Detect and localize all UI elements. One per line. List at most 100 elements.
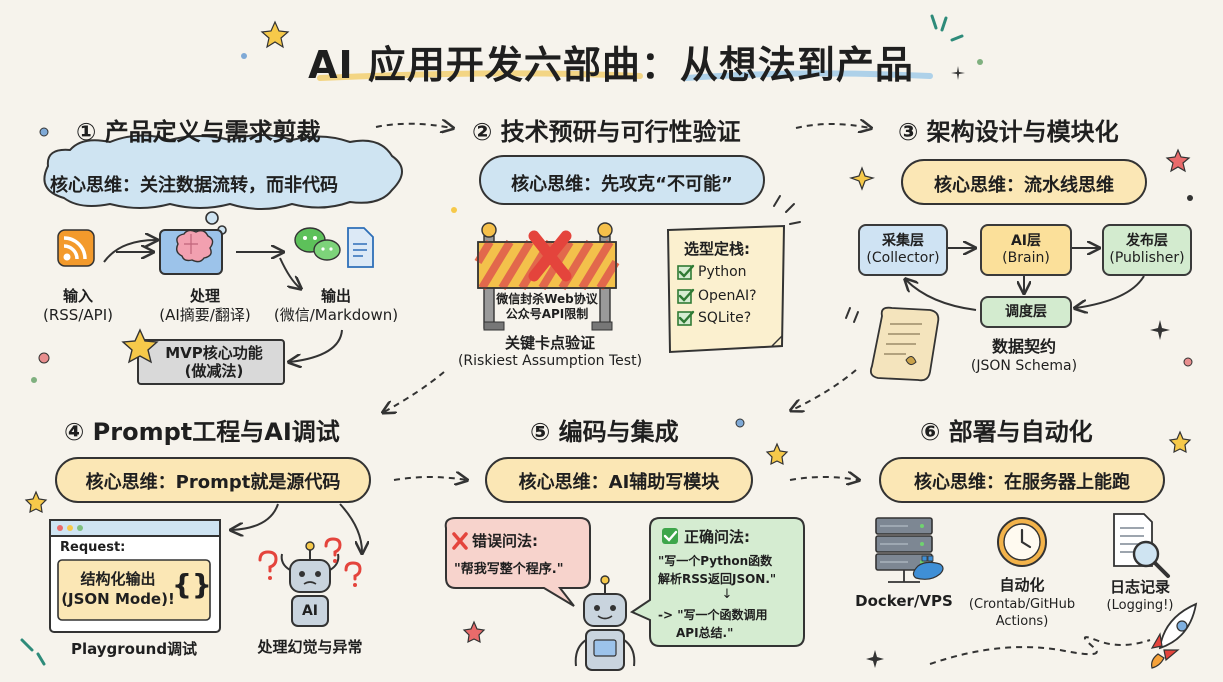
checkmark-icon xyxy=(678,264,695,324)
title-underline xyxy=(317,70,643,81)
docker-label: Docker/VPS xyxy=(855,592,953,610)
output-label: 输出 xyxy=(320,287,352,305)
arrow-core-to-robot xyxy=(339,503,362,552)
step1-heading: ① 产品定义与需求剪裁 xyxy=(76,118,321,146)
output-sub: (微信/Markdown) xyxy=(273,306,399,324)
logging-label: 日志记录 xyxy=(1109,578,1171,596)
page-title: AI 应用开发六部曲：从想法到产品 xyxy=(308,43,914,87)
arrow-wechat-to-output xyxy=(279,257,300,288)
step6-heading: ⑥ 部署与自动化 xyxy=(920,418,1093,446)
step4-heading: ④ Prompt工程与AI调试 xyxy=(64,418,340,446)
question-mark-icon xyxy=(258,537,362,581)
arrow-publisher-to-scheduler xyxy=(1076,275,1145,308)
tension-lines xyxy=(773,195,801,225)
arrow-core-to-request xyxy=(232,503,279,530)
process-sub: (AI摘要/翻译) xyxy=(159,306,251,324)
process-label: 处理 xyxy=(189,287,221,305)
document-icon xyxy=(347,227,374,268)
mvp-label: MVP核心功能 xyxy=(165,344,263,362)
core-pill xyxy=(901,159,1147,205)
publisher-block: 发布层 (Publisher) xyxy=(1102,224,1192,276)
x-mark-icon xyxy=(528,230,572,282)
stack-title: 选型定栈: xyxy=(684,240,750,258)
mvp-sub: (做减法) xyxy=(184,362,244,380)
wrong-question-title: 错误问法: xyxy=(472,532,538,550)
right-question-line1: "写一个Python函数 xyxy=(658,554,773,568)
server-docker-icon xyxy=(875,517,944,583)
automation-label: 自动化 xyxy=(999,576,1045,594)
star-icon xyxy=(1168,430,1192,454)
robot-icon xyxy=(574,575,636,671)
step4-core-thought: 核心思维：Prompt就是源代码 xyxy=(85,472,341,493)
star-icon xyxy=(1165,148,1191,173)
arrow-source-to-process xyxy=(103,240,156,263)
step5-core-thought: 核心思维：AI辅助写模块 xyxy=(518,472,720,493)
barrier-line2: 公众号API限制 xyxy=(505,307,589,321)
tension-lines xyxy=(845,307,859,323)
collector-block: 采集层 (Collector) xyxy=(858,224,948,276)
step1-core-thought: 核心思维：关注数据流转，而非代码 xyxy=(50,175,338,196)
step2-core-thought: 核心思维：先攻克“不可能” xyxy=(511,174,733,195)
rocket-trail xyxy=(929,636,1151,665)
right-question-title: 正确问法: xyxy=(684,528,750,546)
checkpoint-sub: (Riskiest Assumption Test) xyxy=(457,353,643,369)
down-arrow-icon: ↓ xyxy=(721,587,733,602)
checkpoint-label: 关键卡点验证 xyxy=(504,334,596,352)
question-dot xyxy=(268,559,357,587)
request-label: Request: xyxy=(60,540,126,555)
contract-sub: (JSON Schema) xyxy=(970,358,1078,374)
mvp-box xyxy=(137,339,285,385)
publisher-label: 发布层 xyxy=(1126,233,1168,249)
sparkle-icon xyxy=(866,66,1170,668)
scheduler-label: 调度层 xyxy=(1005,303,1047,320)
arrow-step5-to-step6 xyxy=(789,477,858,480)
clock-icon xyxy=(997,517,1047,567)
contract-label: 数据契约 xyxy=(991,337,1057,356)
arrow-step1-to-step2 xyxy=(375,124,452,128)
wrong-question-bubble xyxy=(444,517,591,607)
right-question-bubble xyxy=(629,517,805,647)
logging-sub: (Logging!) xyxy=(1106,598,1174,613)
brain-block: AI层 (Brain) xyxy=(980,224,1072,276)
dot-icon xyxy=(31,53,1193,428)
brain-icon xyxy=(159,229,223,275)
step3-heading: ③ 架构设计与模块化 xyxy=(898,118,1119,146)
title-underline-blue xyxy=(683,70,933,81)
right-question-line2: 解析RSS返回JSON." xyxy=(658,572,777,586)
barrier-line1: 微信封杀Web协议 xyxy=(496,292,598,306)
arrow-step4-to-step5 xyxy=(393,477,466,480)
arrow-scheduler-to-collector xyxy=(906,280,977,311)
right-question-line4: API总结." xyxy=(676,626,734,640)
wechat-icon xyxy=(294,227,341,261)
core-pill xyxy=(485,457,753,503)
check-icon xyxy=(662,528,678,544)
arrow-step2-to-step3 xyxy=(795,124,870,128)
step5-heading: ⑤ 编码与集成 xyxy=(530,418,679,446)
rocket-icon xyxy=(1150,602,1198,669)
note-fold xyxy=(771,335,783,347)
right-question-line3: -> "写一个函数调用 xyxy=(658,608,768,622)
stack-note xyxy=(666,224,786,354)
json-mode-label: (JSON Mode)! xyxy=(61,590,175,608)
step2-heading: ② 技术预研与可行性验证 xyxy=(472,118,741,146)
star-icon xyxy=(121,328,159,364)
star-icon xyxy=(462,620,486,644)
robot-badge: AI xyxy=(301,603,319,619)
star-icon xyxy=(765,442,789,466)
core-pill xyxy=(479,155,765,205)
collector-label: 采集层 xyxy=(882,233,924,249)
core-pill xyxy=(55,457,371,503)
star-icon xyxy=(24,490,48,514)
braces-icon: {} xyxy=(172,568,212,601)
brain-label: AI层 xyxy=(1010,233,1042,249)
star-icon xyxy=(848,166,876,191)
x-mark-icon xyxy=(452,532,468,550)
checkbox-icon xyxy=(677,265,692,326)
stack-item: OpenAI? xyxy=(698,288,757,304)
brain-sub: (Brain) xyxy=(1002,250,1050,266)
wrong-question-text: "帮我写整个程序." xyxy=(454,562,564,577)
thought-bubble-dot xyxy=(205,211,219,225)
step6-core-thought: 核心思维：在服务器上能跑 xyxy=(914,472,1130,493)
structured-output-label: 结构化输出 xyxy=(80,570,156,588)
